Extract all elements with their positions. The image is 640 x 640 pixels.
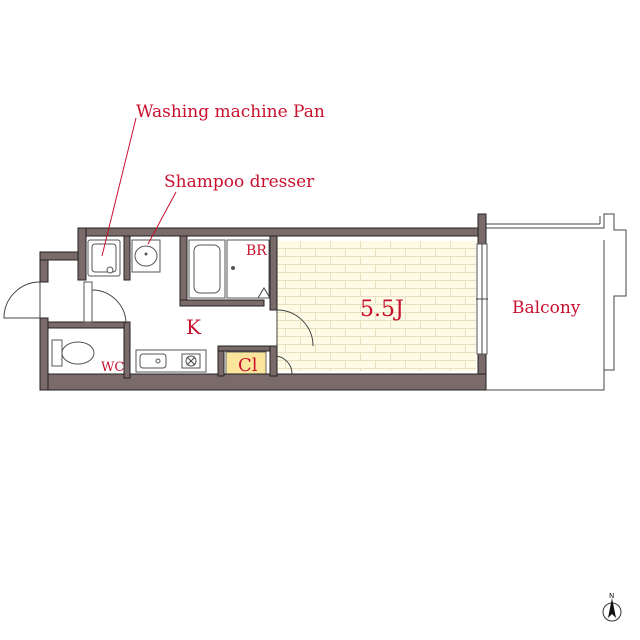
washing-machine-leader [101,117,137,257]
washing-machine-pan-label: Washing machine Pan [136,102,325,122]
shampoo-dresser-leader [147,191,177,245]
entrance-door [3,281,41,319]
closet-label: Cl [238,355,258,376]
washing-machine-pan [87,239,121,277]
balcony-window [476,243,488,355]
toilet [51,339,95,367]
north-label: N [609,592,614,600]
north-compass: N [602,592,622,622]
wc-door [83,281,127,325]
balcony-outline [486,213,627,391]
closet-door [275,355,293,375]
main-room-floor [276,241,476,371]
kitchen-counter [135,349,207,373]
toilet-label: WC [101,360,124,375]
shampoo-dresser-label: Shampoo dresser [164,172,315,192]
kitchen-label: K [186,315,202,339]
walls [39,213,487,391]
shampoo-dresser [131,239,161,273]
bathroom-fixtures [188,239,271,299]
bathroom-label: BR [246,243,267,259]
balcony-label: Balcony [512,298,581,318]
room-size-label: 5.5J [360,297,404,322]
room-door [276,309,314,347]
